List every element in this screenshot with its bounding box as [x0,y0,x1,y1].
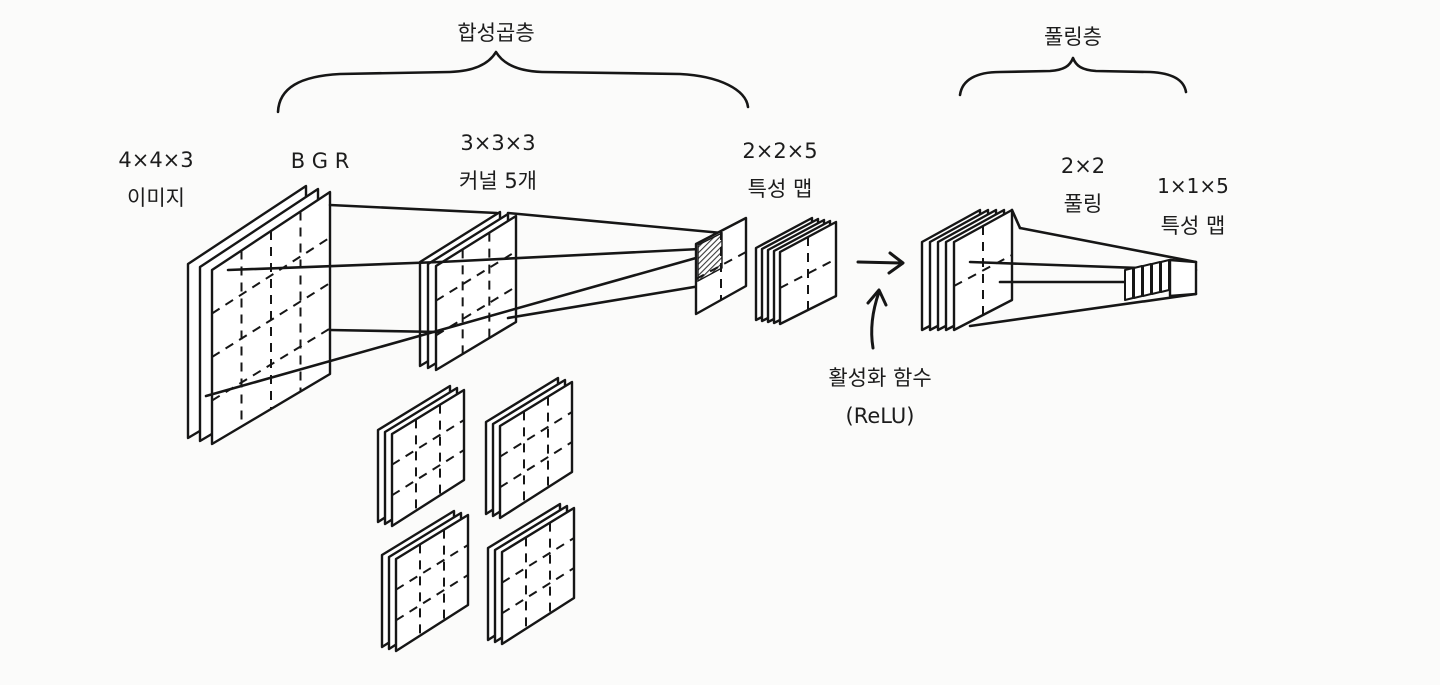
kernel-stack [418,210,518,372]
funnel-top [1018,226,1198,264]
fmap-name-label: 특성 맵 [748,177,813,201]
pool-edge [1010,208,1022,230]
output-size-label: 1×1×5 [1157,174,1229,198]
projection-lines [204,203,724,398]
proj-line-2 [226,260,442,272]
input-image-stack [186,184,332,446]
output-name-label: 특성 맵 [1161,214,1226,238]
fmap-channel-grid [779,237,837,310]
activation-label: 활성화 함수 [828,366,931,390]
feature-map-stack [754,216,838,326]
output-channel [1151,261,1161,295]
output-end [1168,258,1198,298]
fmap-size-label: 2×2×5 [742,139,817,163]
channels-label: B G R [291,149,350,173]
proj-line-6 [204,256,698,398]
pooling-stack [920,208,1022,332]
input-size-label: 4×4×3 [118,148,193,172]
output-channel [1160,259,1170,293]
pool-size-label: 2×2 [1061,154,1105,178]
conv-output-sheet [694,216,748,316]
pool-channel-grid [953,226,1013,315]
kernel-channel-grid [435,232,517,354]
kernel-name-label: 커널 5개 [459,169,537,193]
pool-layer-title: 풀링층 [1044,25,1102,49]
proj-line-3 [438,246,722,264]
arrow-right-icon [856,251,905,275]
extra-kernel-3-grid [395,529,469,636]
input-name-label: 이미지 [127,186,185,210]
proj-line-4 [506,211,724,235]
kernel-size-label: 3×3×3 [460,131,535,155]
pool-layer-brace [958,56,1188,97]
activation-sub-label: (ReLU) [846,404,915,428]
conv-layer-title: 합성곱층 [457,21,534,45]
output-channel [1142,263,1152,297]
extra-kernel-1-grid [391,404,465,511]
proj-line-7 [506,284,702,320]
pool-name-label: 풀링 [1064,192,1103,216]
output-channel [1124,267,1134,301]
output-channel [1133,265,1143,299]
conv-output-grid [695,231,747,300]
extra-kernel-2-grid [499,396,573,503]
conv-layer-brace [276,50,750,114]
arrow-up-icon [866,288,888,350]
extra-kernel-4-grid [501,522,575,629]
proj-line-1 [328,203,499,215]
funnel-bottom [968,292,1198,328]
proj-line-5 [328,328,442,334]
extra-kernels [376,376,576,653]
output-feature-map [968,226,1198,328]
